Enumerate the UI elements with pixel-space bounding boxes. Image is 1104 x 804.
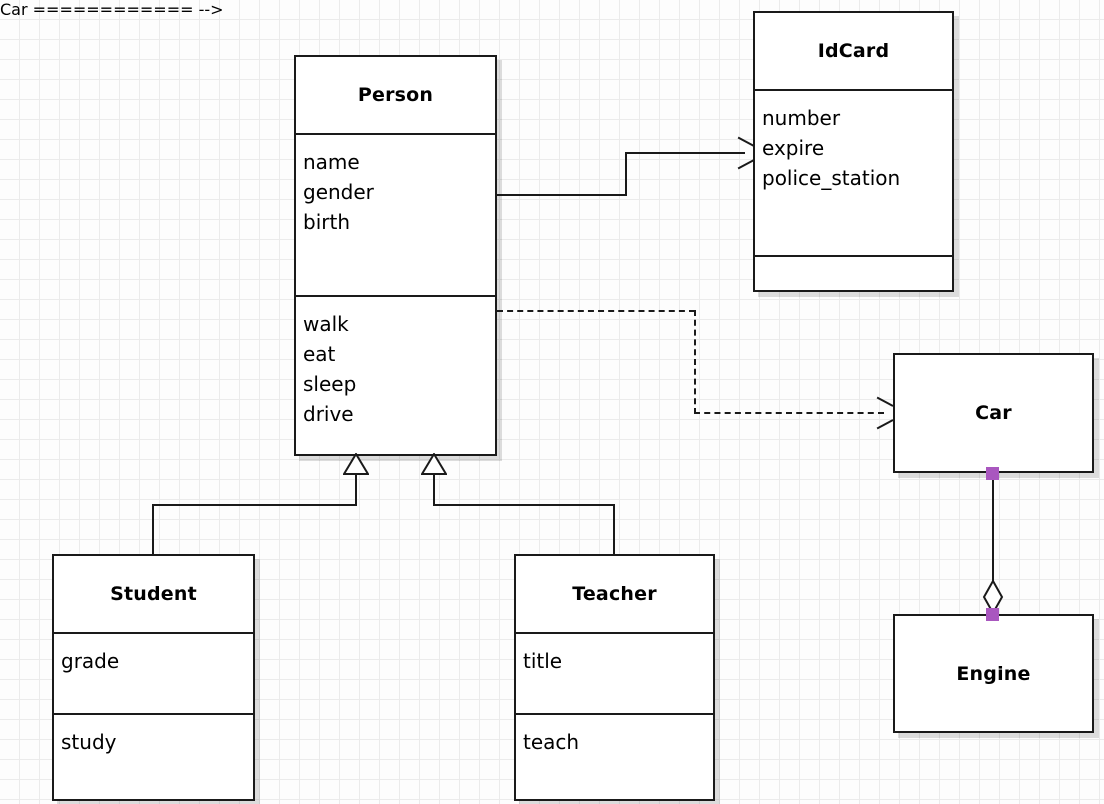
- connector-segment: [694, 310, 696, 414]
- class-box-student[interactable]: Student grade study: [52, 554, 255, 801]
- class-attributes-student: grade: [54, 632, 253, 713]
- attribute-item: number: [762, 106, 841, 130]
- connector-segment: [992, 473, 994, 583]
- class-attributes-person: name gender birth: [296, 133, 495, 295]
- class-title-car: Car: [975, 402, 1012, 424]
- connector-handle-source[interactable]: [986, 467, 999, 480]
- attribute-item: name: [303, 150, 360, 174]
- connector-segment: [497, 310, 695, 312]
- attribute-item: grade: [61, 649, 120, 673]
- method-item: study: [61, 730, 117, 754]
- attribute-item: birth: [303, 210, 350, 234]
- method-item: sleep: [303, 372, 357, 396]
- class-box-person[interactable]: Person name gender birth walk eat sleep …: [294, 55, 497, 456]
- connector-segment: [694, 412, 884, 414]
- connector-handle-target[interactable]: [986, 608, 999, 621]
- class-title-engine: Engine: [956, 662, 1031, 685]
- class-title-person: Person: [357, 84, 434, 106]
- class-methods-teacher: teach: [516, 713, 713, 799]
- arrowhead-open-icon: [875, 403, 891, 423]
- attribute-item: gender: [303, 180, 374, 204]
- class-methods-idcard: [755, 255, 952, 290]
- method-item: teach: [523, 730, 580, 754]
- method-item: eat: [303, 342, 336, 366]
- connector-segment: [152, 504, 154, 556]
- connector-segment: [625, 152, 627, 196]
- hollow-triangle-arrowhead-icon: [343, 453, 369, 475]
- class-title-idcard: IdCard: [817, 40, 890, 62]
- class-box-car[interactable]: Car: [893, 353, 1094, 473]
- hollow-triangle-arrowhead-icon: [421, 453, 447, 475]
- arrowhead-open-icon: [736, 143, 752, 163]
- class-methods-person: walk eat sleep drive: [296, 295, 495, 454]
- method-item: walk: [303, 312, 349, 336]
- connector-segment: [355, 474, 357, 506]
- class-box-teacher[interactable]: Teacher title teach: [514, 554, 715, 801]
- attribute-item: police_station: [762, 166, 901, 190]
- class-title-teacher: Teacher: [572, 583, 657, 605]
- connector-segment: [433, 474, 435, 506]
- connector-segment: [625, 152, 745, 154]
- attribute-item: expire: [762, 136, 825, 160]
- connector-segment: [433, 504, 615, 506]
- method-item: drive: [303, 402, 354, 426]
- attribute-item: title: [523, 649, 563, 673]
- class-attributes-idcard: number expire police_station: [755, 89, 952, 255]
- class-box-idcard[interactable]: IdCard number expire police_station: [753, 11, 954, 292]
- class-attributes-teacher: title: [516, 632, 713, 713]
- connector-segment: [497, 194, 627, 196]
- class-methods-student: study: [54, 713, 253, 799]
- class-box-engine[interactable]: Engine: [893, 614, 1094, 733]
- class-title-student: Student: [110, 583, 197, 605]
- connector-segment: [152, 504, 357, 506]
- connector-segment: [613, 504, 615, 556]
